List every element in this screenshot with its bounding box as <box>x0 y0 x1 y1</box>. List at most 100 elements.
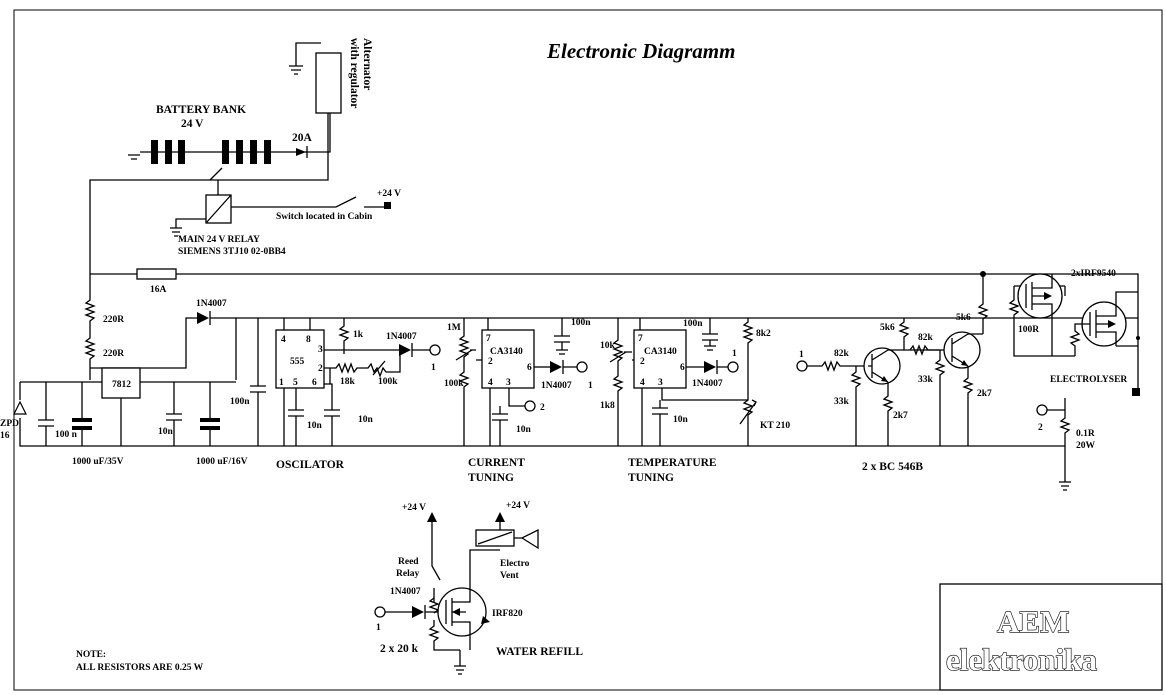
r5k6-b-label: 5k6 <box>956 313 971 323</box>
pin-8: 8 <box>306 335 311 345</box>
logo-elektronika: elektronika <box>946 642 1097 677</box>
fuse-20a-label: 20A <box>292 132 313 144</box>
irf9540-label: 2xIRF9540 <box>1071 269 1116 279</box>
zener-label: ZPD <box>0 419 19 429</box>
temperature-tuning-label-2: TUNING <box>628 472 674 484</box>
logo-aem: AEM <box>997 604 1069 639</box>
current-tuning-label: CURRENT <box>468 457 525 469</box>
switch-label: Switch located in Cabin <box>276 212 373 222</box>
ca-a-pin-2: 2 <box>488 357 493 367</box>
ca-a-pin-4: 4 <box>488 378 493 388</box>
cap-10n-ps-label: 10n <box>158 427 174 437</box>
shunt-resistor-rating: 20W <box>1076 441 1096 451</box>
bc546-label: 2 x BC 546B <box>862 461 923 473</box>
r1k8-label: 1k8 <box>600 401 615 411</box>
pin-6: 6 <box>312 378 317 388</box>
node-1b-label: 1 <box>588 381 593 391</box>
r2k7-a-label: 2k7 <box>893 411 908 421</box>
cap-100n-b-label: 100n <box>230 397 250 407</box>
cap-10n-e-label: 10n <box>673 415 689 425</box>
cap-100n-d-label: 100n <box>683 319 703 329</box>
diode-2-label: 1N4007 <box>386 332 417 342</box>
diode-5-label: 1N4007 <box>390 587 421 597</box>
ca-a-pin-6: 6 <box>527 363 532 373</box>
ic555-label: 555 <box>290 357 305 367</box>
electro-vent-label: Electro <box>500 559 530 569</box>
alternator-section: Alternator with regulator BATTERY BANK 2… <box>89 38 373 278</box>
fuse-16a-label: 16A <box>150 285 167 295</box>
alternator-label-2: with regulator <box>348 38 360 108</box>
r20k-pair-label: 2 x 20 k <box>380 643 419 655</box>
irf820-label: IRF820 <box>492 609 523 619</box>
relay-section: +24 V Switch located in Cabin MAIN 24 V … <box>170 167 401 257</box>
r18k-label: 18k <box>340 377 356 387</box>
r1k-label: 1k <box>353 330 364 340</box>
node-2b-label: 2 <box>1038 423 1043 433</box>
oscillator-label: OSCILATOR <box>276 459 345 471</box>
relay-label: MAIN 24 V RELAY <box>178 235 260 245</box>
irf9540-output-section: 2xIRF9540 100R ELECTROLYSER 2 0.1R 20W <box>1008 269 1140 491</box>
pin-5: 5 <box>293 378 298 388</box>
water-refill-section: +24 V Reed Relay 1N4007 1 2 x 20 k IRF82… <box>374 501 583 675</box>
diode-3-label: 1N4007 <box>541 381 572 391</box>
current-tuning-section: 1M 100k CA3140 7 2 6 4 3 1N4007 1 100n 2… <box>444 318 593 484</box>
ca3140-a-label: CA3140 <box>490 347 523 357</box>
r5k6-a-label: 5k6 <box>880 323 895 333</box>
supply-label-refill-a: +24 V <box>402 503 426 513</box>
supply-label-refill-b: +24 V <box>506 501 530 511</box>
note-text: ALL RESISTORS ARE 0.25 W <box>76 663 204 673</box>
oscillator-section: 555 4 8 3 2 1 5 6 1k 1N4007 1 18k 100k 1… <box>236 317 1138 471</box>
bc546-driver-section: 1 82k 33k 2k7 5k6 82k 33k 2k7 5k6 2 x BC… <box>796 274 992 473</box>
ca-a-pin-3: 3 <box>506 378 511 388</box>
supply-label-relay: +24 V <box>377 189 401 199</box>
ca-b-pin-2: 2 <box>640 357 645 367</box>
pot-100k-a-label: 100k <box>378 377 398 387</box>
diode-1-label: 1N4007 <box>196 299 227 309</box>
r33k-b-label: 33k <box>918 375 934 385</box>
battery-bank-label: BATTERY BANK <box>156 104 246 116</box>
temperature-tuning-section: 10k 1k8 CA3140 7 2 6 4 3 1N4007 1 100n 8… <box>600 318 790 484</box>
r82k-a-label: 82k <box>834 349 850 359</box>
note-title: NOTE: <box>76 650 106 660</box>
battery-voltage-label: 24 V <box>181 118 204 130</box>
r100r-label: 100R <box>1018 325 1039 335</box>
pin-2: 2 <box>318 364 323 374</box>
pot-100k-b-label: 100k <box>444 379 464 389</box>
temperature-tuning-label: TEMPERATURE <box>628 457 717 469</box>
alternator-label: Alternator <box>361 38 373 90</box>
electrolyser-label: ELECTROLYSER <box>1050 375 1127 385</box>
relay-part-label: SIEMENS 3TJ10 02-0BB4 <box>178 247 286 257</box>
node-1e-label: 1 <box>376 623 381 633</box>
ca-a-pin-7: 7 <box>486 334 491 344</box>
cap-10n-osc-c-label: 10n <box>307 421 323 431</box>
electro-vent-label-2: Vent <box>500 571 519 581</box>
water-refill-label: WATER REFILL <box>496 646 583 658</box>
cap-1000uf-35v-label: 1000 uF/35V <box>72 457 124 467</box>
node-1c-label: 1 <box>732 349 737 359</box>
r10k-label: 10k <box>600 341 616 351</box>
zener-value: 16 <box>0 431 10 441</box>
cap-100n-label: 100 n <box>55 430 78 440</box>
regulator-label: 7812 <box>112 380 131 390</box>
reed-relay-label-2: Relay <box>396 569 419 579</box>
r2k7-b-label: 2k7 <box>977 389 992 399</box>
shunt-resistor-label: 0.1R <box>1076 429 1095 439</box>
diagram-title: Electronic Diagramm <box>546 39 735 63</box>
ca-b-pin-6: 6 <box>680 363 685 373</box>
reed-relay-label: Reed <box>398 557 419 567</box>
logo-box <box>939 583 1163 691</box>
node-2a-label: 2 <box>540 403 545 413</box>
r220-b-label: 220R <box>103 349 124 359</box>
ca3140-b-label: CA3140 <box>644 347 677 357</box>
power-supply-section: 220R 220R 1N4007 7812 ZPD 16 100 n 1000 … <box>0 278 1065 467</box>
r33k-a-label: 33k <box>834 397 850 407</box>
node-1a-label: 1 <box>431 363 436 373</box>
ca-b-pin-7: 7 <box>638 334 643 344</box>
main-supply-rail: 16A <box>90 268 1139 392</box>
node-1d-label: 1 <box>799 350 804 360</box>
kt210-label: KT 210 <box>760 421 790 431</box>
ca-b-pin-4: 4 <box>640 378 645 388</box>
r1m-label: 1M <box>447 323 461 333</box>
pin-3: 3 <box>318 345 323 355</box>
